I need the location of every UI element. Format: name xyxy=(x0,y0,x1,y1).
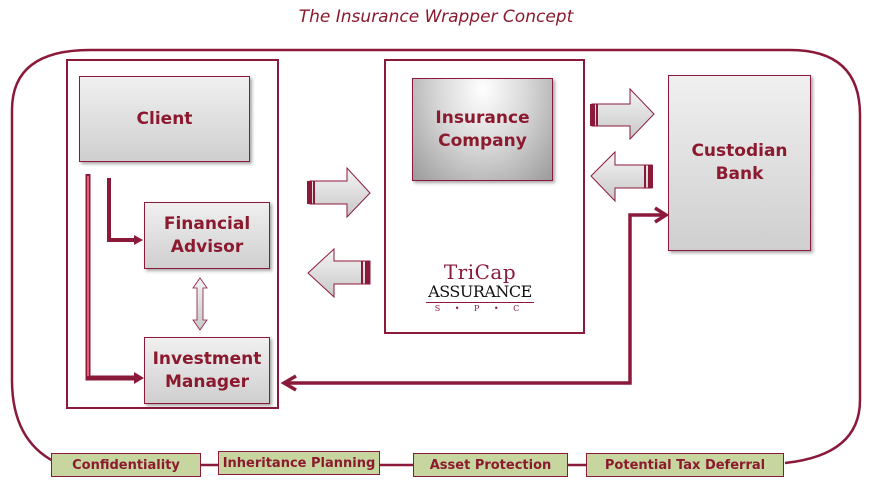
investment-manager-label-2: Manager xyxy=(164,371,250,392)
block-arrow-left-1 xyxy=(307,247,371,299)
client-group-frame xyxy=(66,59,279,409)
bank-manager-connector xyxy=(285,213,664,385)
custodian-bank-label-2: Bank xyxy=(715,164,764,184)
logo-line-3: S • P • C xyxy=(434,304,526,313)
benefit-label: Asset Protection xyxy=(429,457,552,473)
tricap-assurance-logo: TriCap ASSURANCE S • P • C xyxy=(420,262,540,313)
benefit-tag-confidentiality: Confidentiality xyxy=(51,453,201,477)
diagram-title: The Insurance Wrapper Concept xyxy=(298,7,574,27)
insurance-company-label-2: Company xyxy=(438,130,527,151)
financial-advisor-label-2: Advisor xyxy=(170,236,244,257)
block-arrow-left-2 xyxy=(590,150,653,203)
benefit-tag-potential-tax-deferral: Potential Tax Deferral xyxy=(586,453,784,477)
insurance-group-frame xyxy=(384,59,585,334)
insurance-company-label-1: Insurance xyxy=(435,107,530,128)
benefit-label: Inheritance Planning xyxy=(222,455,376,471)
block-arrow-right-1 xyxy=(307,166,371,219)
financial-advisor-label-1: Financial xyxy=(163,213,251,234)
benefit-label: Potential Tax Deferral xyxy=(604,457,766,473)
block-arrow-right-2 xyxy=(590,87,655,141)
custodian-bank-node[interactable]: Custodian Bank xyxy=(668,75,811,251)
logo-line-2: ASSURANCE xyxy=(426,282,534,303)
investment-manager-node[interactable]: Investment Manager xyxy=(144,337,270,404)
investment-manager-label-1: Investment xyxy=(152,348,262,369)
client-to-advisor-arrow xyxy=(107,178,138,242)
benefit-tag-inheritance-planning: Inheritance Planning xyxy=(218,451,380,475)
logo-line-1: TriCap xyxy=(443,260,517,284)
insurance-company-node[interactable]: Insurance Company xyxy=(412,78,553,181)
benefit-label: Confidentiality xyxy=(72,457,180,473)
benefit-tag-asset-protection: Asset Protection xyxy=(413,453,568,477)
client-label: Client xyxy=(136,108,193,129)
advisor-manager-double-arrow xyxy=(192,277,208,331)
client-node[interactable]: Client xyxy=(79,76,250,162)
wrapper-outline xyxy=(10,48,862,465)
financial-advisor-node[interactable]: Financial Advisor xyxy=(144,202,270,269)
custodian-bank-label-1: Custodian xyxy=(691,141,788,161)
